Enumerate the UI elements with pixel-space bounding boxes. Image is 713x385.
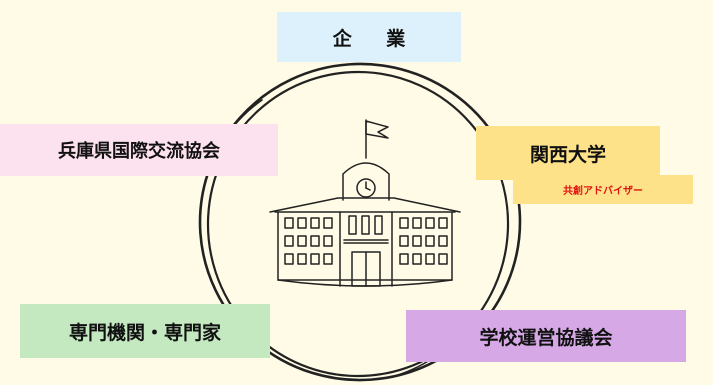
school-management-council-label: 学校運営協議会 <box>479 326 613 349</box>
co-creation-advisor-box: 共創アドバイザー <box>513 175 693 204</box>
specialist-institutions-box: 専門機関・専門家 <box>20 304 270 358</box>
specialist-institutions-label: 専門機関・専門家 <box>68 321 221 344</box>
hyogo-international-association-label: 兵庫県国際交流協会 <box>58 141 220 162</box>
hyogo-international-association-box: 兵庫県国際交流協会 <box>0 124 278 176</box>
school-management-council-box: 学校運営協議会 <box>406 310 686 362</box>
co-creation-advisor-label: 共創アドバイザー <box>563 186 643 197</box>
kansai-university-label: 関西大学 <box>529 143 606 166</box>
school-building-icon <box>269 119 461 287</box>
company-label: 企 業 <box>332 27 420 50</box>
kansai-university-box: 関西大学 <box>476 126 660 180</box>
company-box: 企 業 <box>277 12 461 62</box>
